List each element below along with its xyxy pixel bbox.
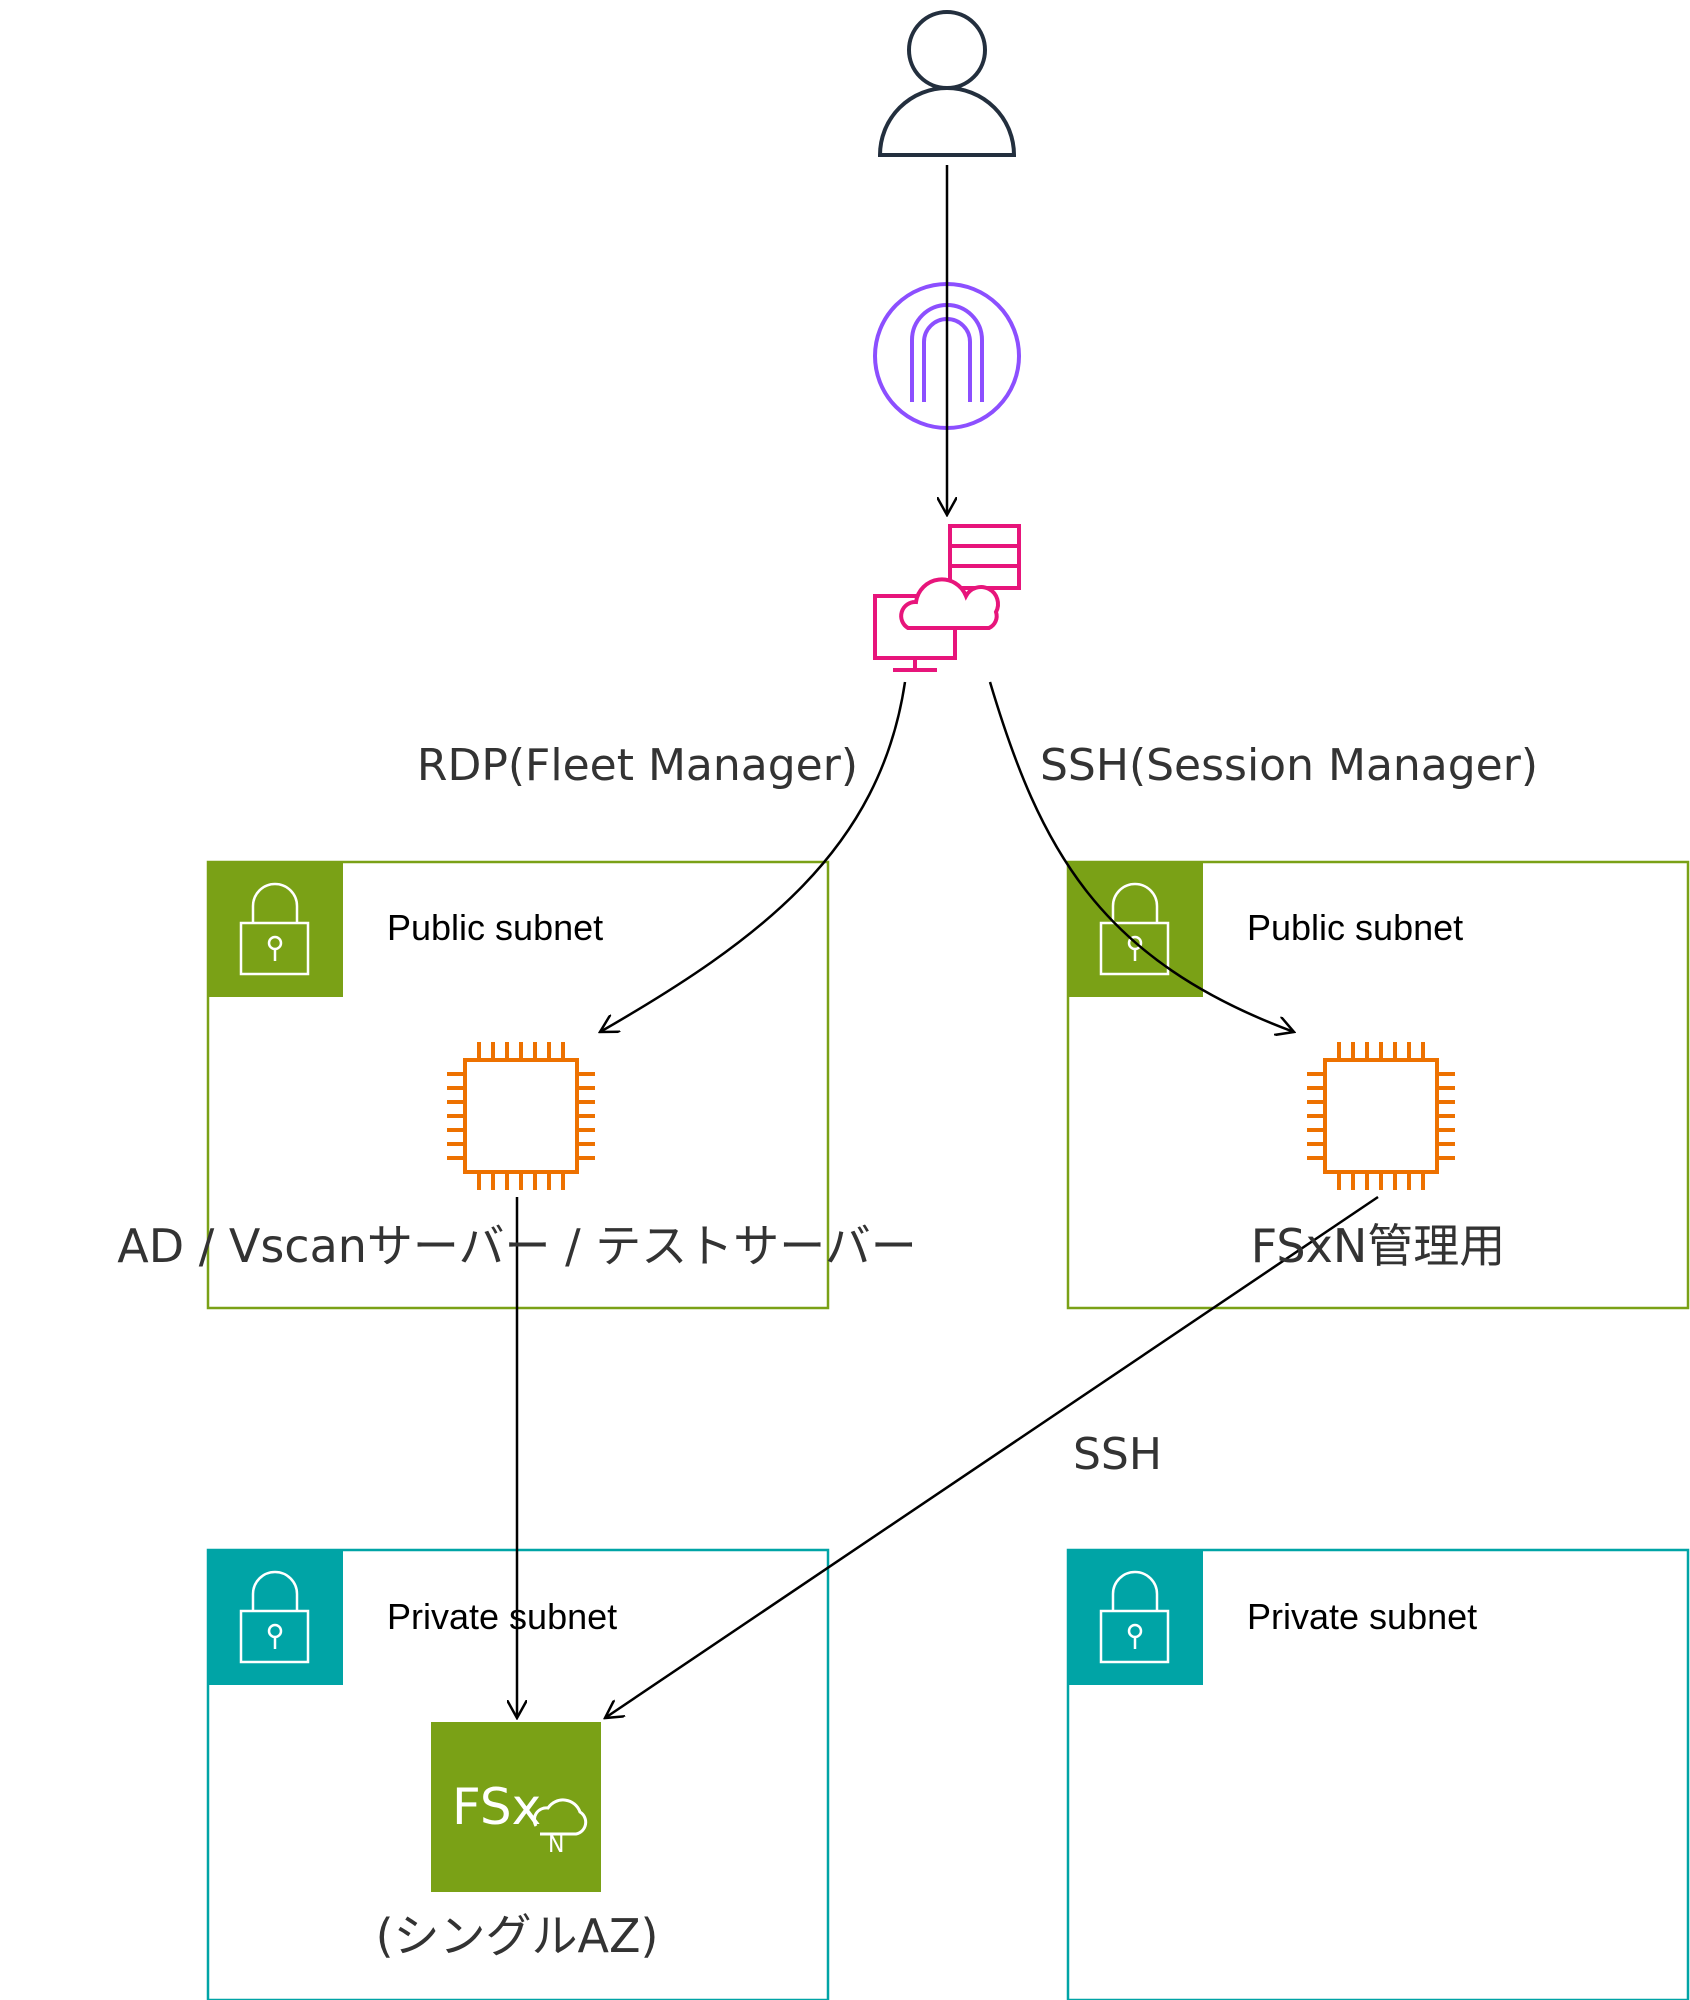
private-subnet-right-label: Private subnet [1247,1596,1477,1637]
edge-ssh-to-fsx [605,1195,1379,1718]
ssh-edge-label: SSH [1073,1429,1162,1480]
ec2-left-label: AD / Vscanサーバー / テストサーバー [117,1219,917,1273]
fsx-icon-subtext: N [548,1833,564,1858]
ssh-session-edge-label: SSH(Session Manager) [1040,740,1538,791]
lock-icon [239,882,310,976]
private-subnet-left-label: Private subnet [387,1596,617,1637]
edge-ssh-session [988,681,1294,1032]
lock-icon [1099,1570,1170,1664]
ec2-right-label: FSxN管理用 [1251,1219,1505,1273]
private-subnet-right: Private subnet [1066,1548,1690,2000]
public-subnet-right-label: Public subnet [1247,907,1463,948]
fsx-ontap-icon: FSx N [431,1722,601,1892]
edges [517,165,1379,1718]
rdp-edge-label: RDP(Fleet Manager) [417,740,858,791]
lock-icon [239,1570,310,1664]
fsx-icon-text: FSx [452,1778,541,1836]
public-subnet-right: Public subnet [1066,860,1690,1310]
user-icon [877,10,1017,157]
public-subnet-left-label: Public subnet [387,907,603,948]
fsx-label: (シングルAZ) [376,1909,659,1963]
ec2-left-icon [447,1042,595,1190]
edge-rdp [600,681,907,1032]
lock-icon [1099,882,1170,976]
public-subnet-left: Public subnet [206,860,830,1310]
ec2-right-icon [1307,1042,1455,1190]
systems-manager-icon [873,524,1021,672]
